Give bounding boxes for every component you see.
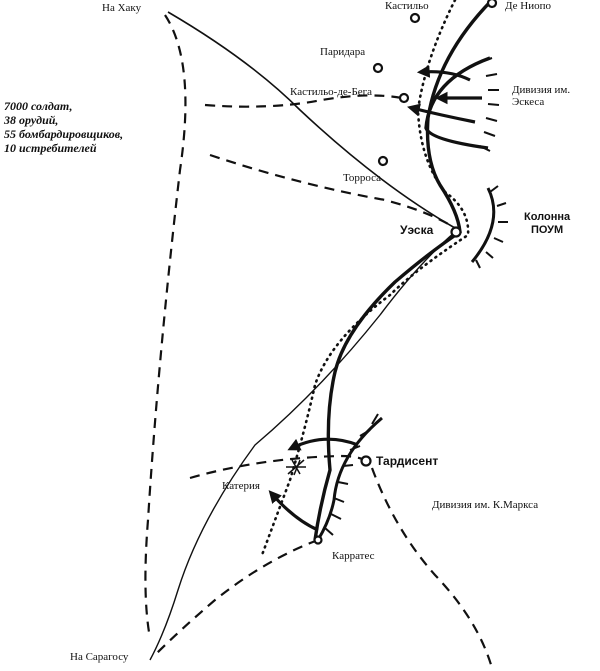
label-to-zaragoza: На Сарагосу	[70, 651, 129, 663]
road-west	[144, 14, 187, 639]
tardisent-marker	[360, 455, 372, 467]
forces-summary-line: 7000 солдат,	[4, 99, 73, 113]
road-jaca-huesca	[167, 11, 456, 229]
tardisent-ticks	[324, 413, 379, 536]
road-castillo	[204, 94, 403, 108]
de-ninopo-marker	[486, 0, 498, 9]
forces-summary-line: 55 бомбардировщиков,	[4, 127, 124, 141]
road-cateria-tardisent	[189, 454, 369, 480]
label-carrates: Карратес	[332, 550, 375, 562]
essex-arrow-north	[416, 65, 471, 82]
huesca-marker	[450, 226, 462, 238]
castillo-de-vega-marker	[398, 92, 410, 104]
essex-arrow-south	[407, 103, 476, 124]
poum-column-bracket	[470, 187, 496, 263]
cateria-arrow-north	[287, 437, 359, 451]
label-castillo: Кастильо	[385, 0, 429, 12]
road-carrates-zaragoza	[154, 538, 319, 656]
torrosa-marker	[377, 155, 389, 167]
forces-summary: 7000 солдат, 38 орудий, 55 бомбардировщи…	[4, 99, 123, 155]
explosion-icon	[286, 459, 306, 476]
road-torrosa-huesca	[209, 153, 456, 229]
label-huesca: Уэска	[400, 223, 434, 237]
label-cateria: Катерия	[222, 480, 260, 492]
label-tardisent: Тардисент	[376, 454, 439, 468]
dotted-line	[260, 0, 470, 557]
forces-summary-line: 38 орудий,	[4, 113, 59, 127]
castillo-marker	[409, 12, 421, 24]
tardisent-bracket	[316, 416, 383, 541]
label-essex-division: Дивизия им. Эскеса	[512, 84, 571, 108]
label-de-ninopo: Де Ниопо	[505, 0, 551, 12]
label-poum-column: Колонна ПОУМ	[524, 211, 571, 236]
essex-division-bracket	[424, 56, 491, 150]
carrates-marker	[313, 535, 323, 545]
paridara-marker	[372, 62, 384, 74]
label-torrosa: Торроса	[343, 172, 382, 184]
label-marx-division: Дивизия им. К.Маркса	[432, 499, 539, 511]
road-huesca-zaragoza	[149, 231, 456, 661]
essex-division-ticks	[479, 57, 500, 152]
forces-summary-line: 10 истребителей	[4, 141, 97, 155]
road-east	[370, 467, 494, 669]
label-paridara: Паридара	[320, 46, 366, 58]
poum-column-ticks	[475, 185, 508, 269]
cateria-arrow-south	[268, 490, 319, 532]
label-to-jaca: На Хаку	[102, 2, 142, 14]
label-castillo-de-vega: Кастильо-де-Бега	[290, 86, 373, 98]
